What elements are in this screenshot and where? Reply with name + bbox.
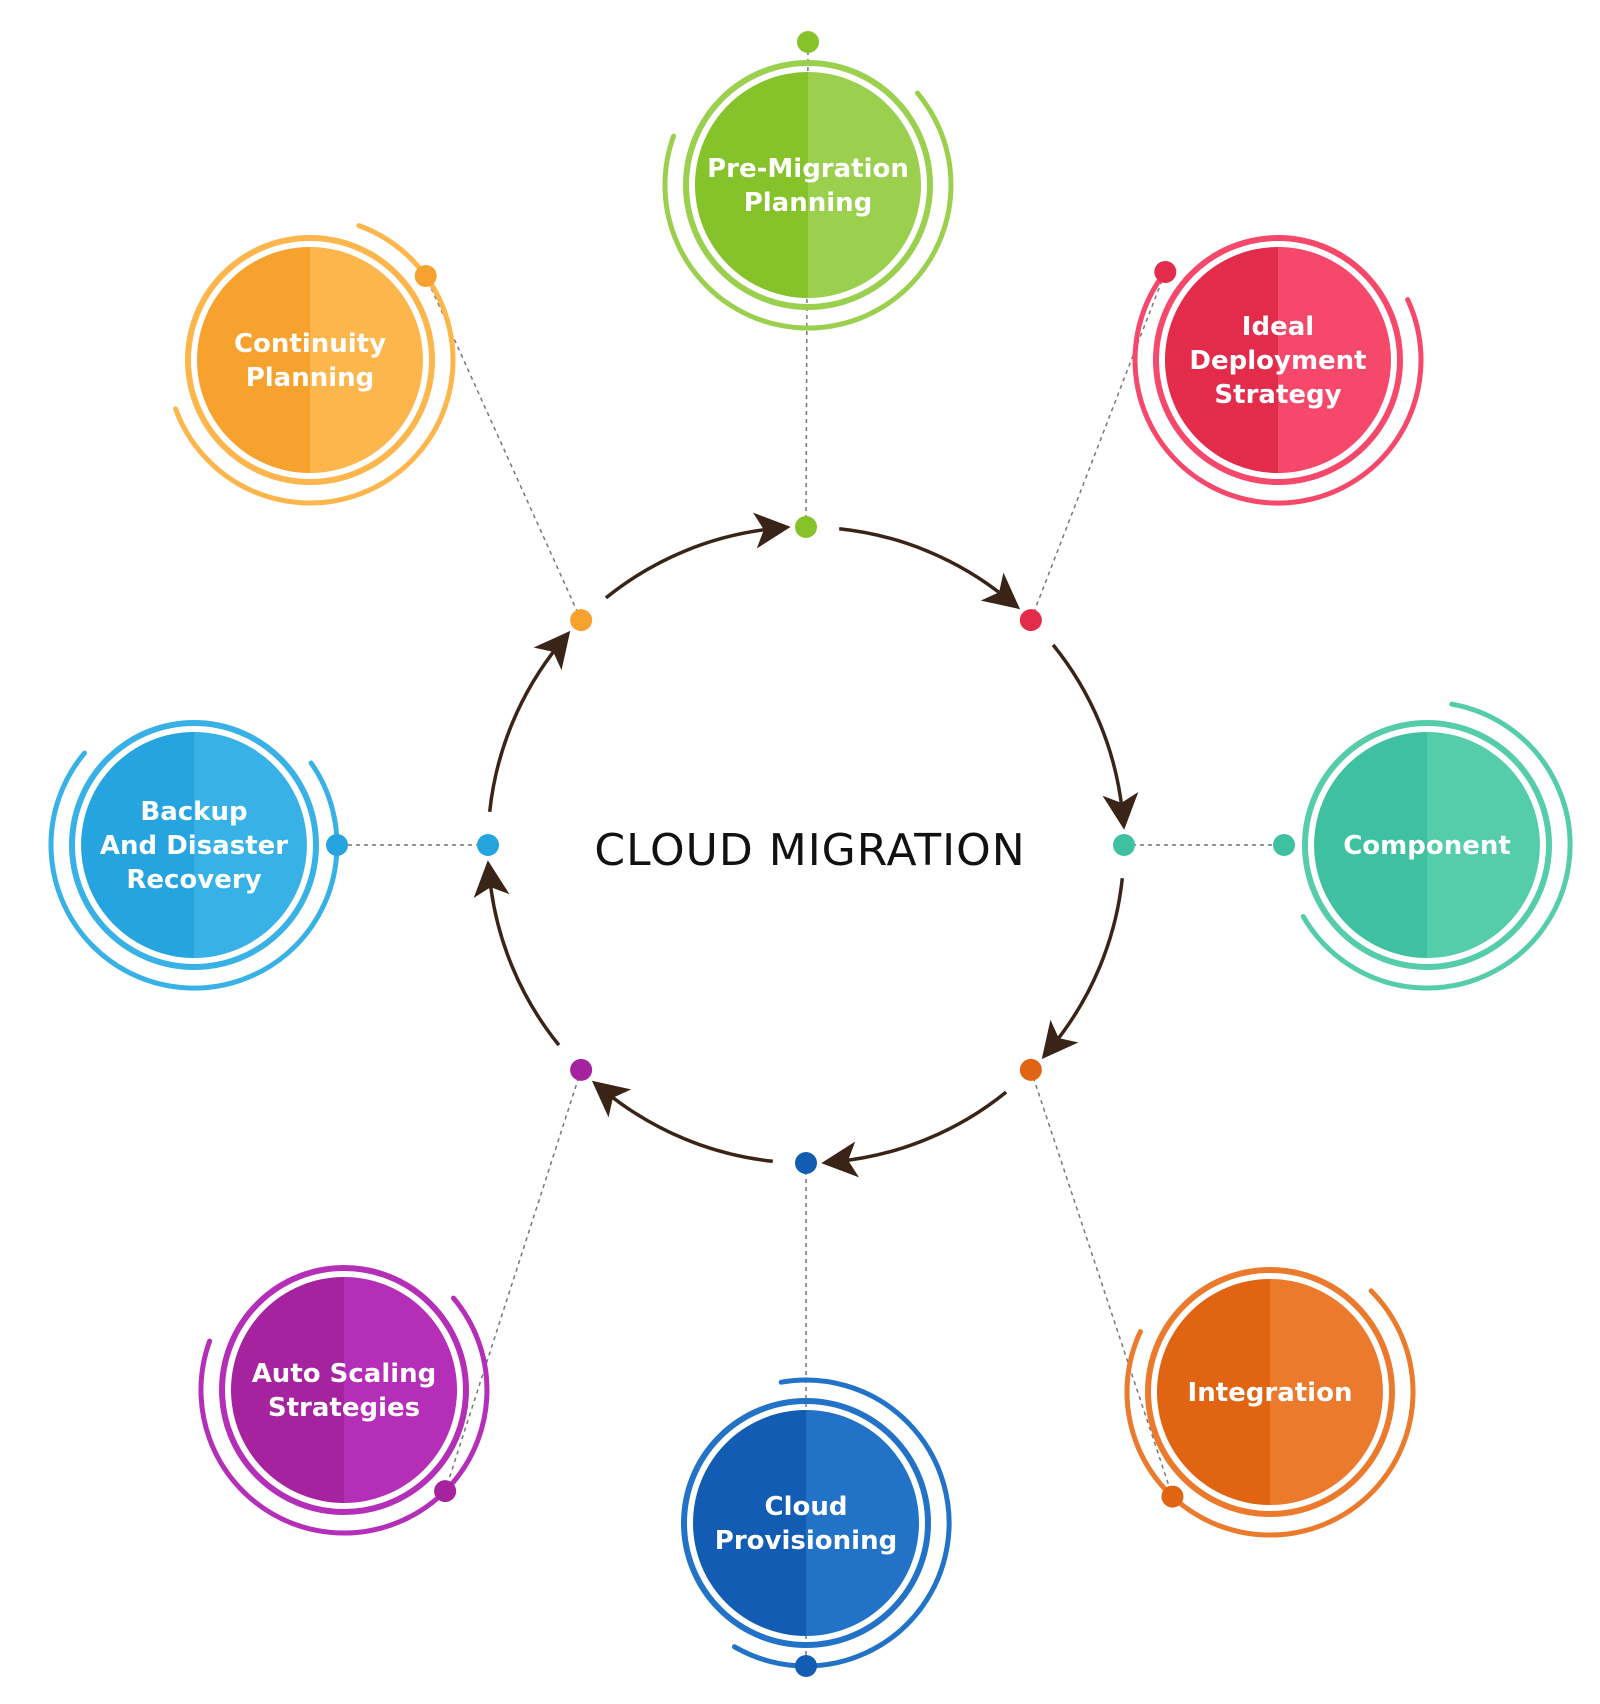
node-label: Strategy: [1214, 380, 1341, 410]
node-fill-left: [197, 247, 310, 473]
node-dot: [1154, 260, 1177, 283]
node-label: Planning: [246, 363, 375, 393]
cycle-arrows: [473, 512, 1139, 1178]
connector-line: [1030, 1069, 1174, 1497]
node-fill-left: [695, 72, 808, 298]
node-outer-arc: [662, 90, 954, 331]
node-outer-arc: [1124, 1288, 1416, 1538]
cycle-arrow: [591, 1080, 773, 1164]
node-label: And Disaster: [100, 831, 288, 861]
node-outer-arc: [1300, 701, 1573, 991]
ring-dot: [1113, 834, 1135, 856]
node-fill-right: [806, 1410, 919, 1636]
node-fill-right: [1278, 247, 1391, 473]
cycle-arrow: [1051, 643, 1139, 830]
node-fill-right: [310, 247, 423, 473]
node-label: Auto Scaling: [252, 1359, 437, 1389]
node-dot: [434, 1480, 457, 1503]
node-ring: [219, 1265, 469, 1515]
node-label: Backup: [140, 797, 247, 827]
node-outer-arc: [1132, 265, 1424, 506]
node-fill-left: [1314, 732, 1427, 958]
node-label: Recovery: [126, 865, 261, 895]
node-integration: Integration: [1124, 1267, 1416, 1538]
node-label: Deployment: [1189, 346, 1366, 376]
node-label: Strategies: [268, 1393, 420, 1423]
node-label: Integration: [1188, 1378, 1353, 1408]
node-label: Planning: [744, 188, 873, 218]
ring-dot: [1019, 1058, 1042, 1081]
node-fill-right: [344, 1277, 457, 1503]
node-label: Pre-Migration: [707, 154, 909, 184]
cycle-arrow: [1041, 878, 1125, 1060]
cycle-arrow: [821, 1090, 1008, 1178]
ring-dot: [570, 609, 593, 632]
node-outer-arc: [198, 1295, 490, 1536]
node-fill-left: [231, 1277, 344, 1503]
cycle-arrow: [487, 630, 571, 812]
node-ring: [185, 235, 435, 485]
node-label: Continuity: [234, 329, 386, 359]
node-label: Cloud: [765, 1492, 848, 1522]
node-dot: [797, 31, 819, 53]
cycle-arrow: [839, 526, 1021, 610]
node-ring: [69, 720, 319, 970]
node-dot: [414, 264, 437, 287]
node-ring: [683, 60, 933, 310]
node-outer-arc: [48, 750, 340, 991]
node-fill-right: [808, 72, 921, 298]
ring-dot: [795, 1152, 817, 1174]
node-fill-left: [1157, 1279, 1270, 1505]
node-dot: [795, 1655, 817, 1677]
node-fill-right: [1427, 732, 1540, 958]
node-label: Ideal: [1242, 312, 1314, 342]
center-title: CLOUD MIGRATION: [594, 825, 1025, 876]
node-ring: [1145, 1267, 1395, 1517]
node-fill-right: [194, 732, 307, 958]
ring-dot: [795, 516, 817, 538]
ring-dot: [570, 1058, 593, 1081]
node-fill-right: [1270, 1279, 1383, 1505]
ring-dot: [1019, 609, 1042, 632]
node-label: Component: [1343, 831, 1511, 861]
node-ring: [681, 1398, 931, 1648]
node-ring: [1153, 235, 1403, 485]
node-fill-left: [1165, 247, 1278, 473]
node-fill-left: [81, 732, 194, 958]
node-dot: [1273, 834, 1295, 856]
node-component: Component: [1273, 701, 1573, 991]
connector-line: [1030, 271, 1167, 621]
ring-dot: [477, 834, 499, 856]
node-ring: [1302, 720, 1552, 970]
node-fill-left: [693, 1410, 806, 1636]
node-dot: [326, 834, 348, 856]
cycle-arrow: [604, 512, 791, 600]
connector-line: [444, 1069, 582, 1492]
cycle-arrow: [473, 860, 561, 1047]
step-nodes: Pre-MigrationPlanningIdealDeploymentStra…: [48, 31, 1573, 1677]
node-label: Provisioning: [715, 1526, 897, 1556]
node-dot: [1161, 1485, 1184, 1508]
